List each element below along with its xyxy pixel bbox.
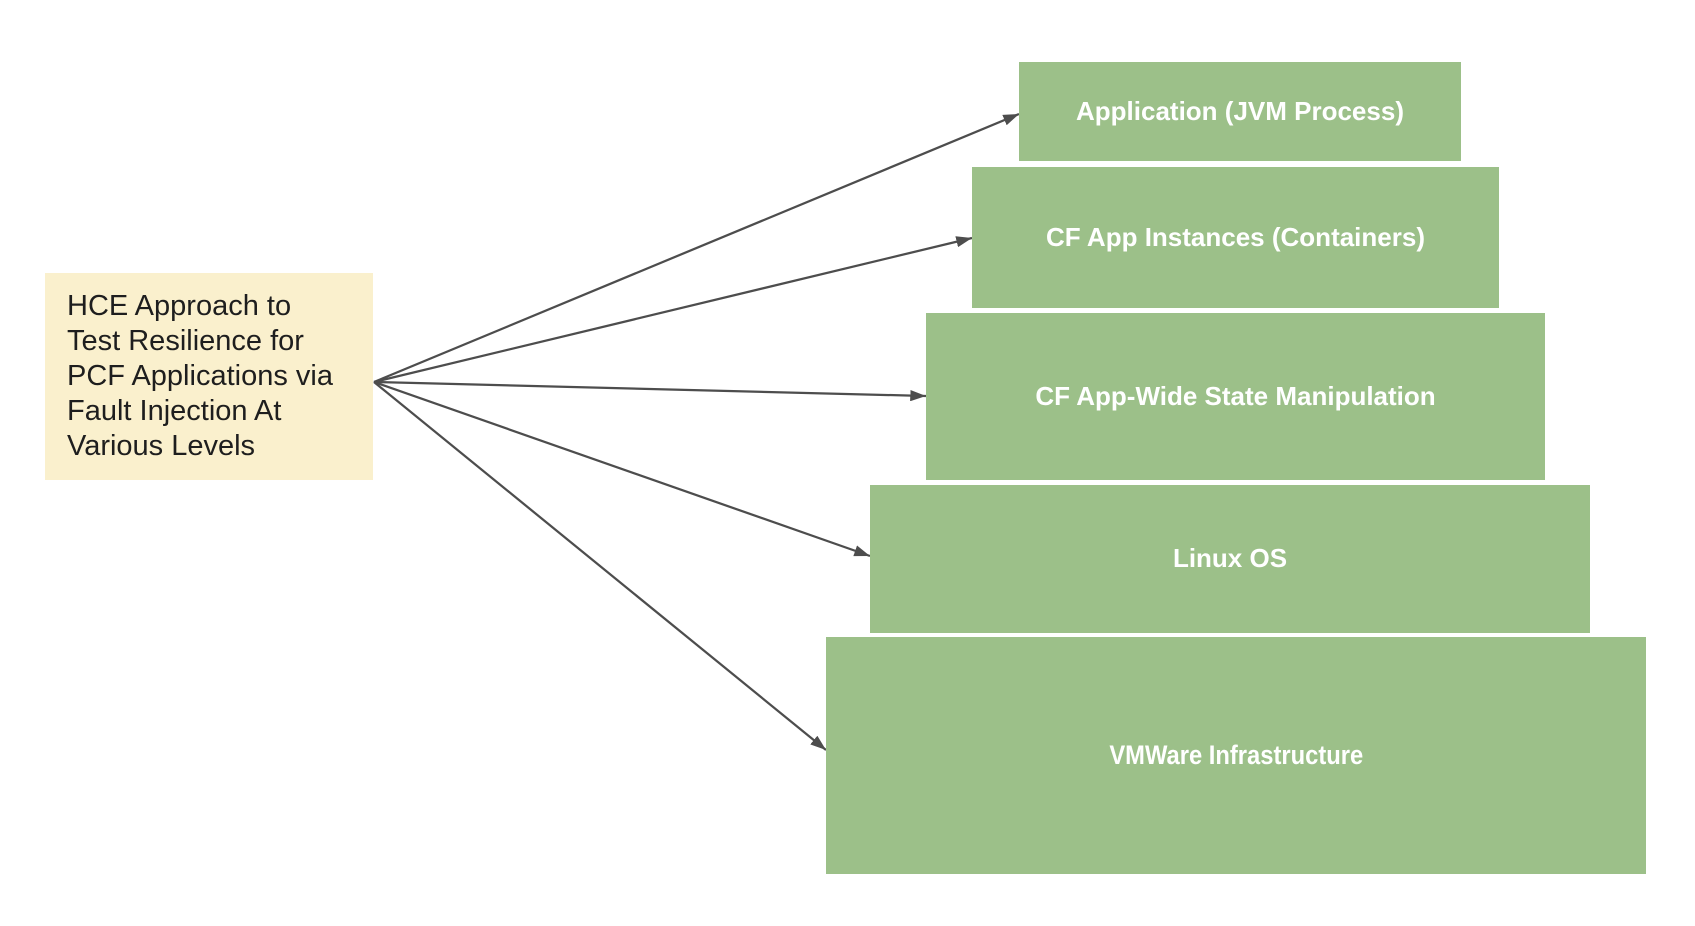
arrow-line <box>373 381 827 751</box>
source-note-line: Fault Injection At <box>67 395 282 427</box>
source-note-line: Various Levels <box>67 430 256 462</box>
level-box-vmware-infrastructure: VMWare Infrastructure <box>826 637 1646 874</box>
level-box-cf-app-instances: CF App Instances (Containers) <box>972 167 1499 308</box>
source-note-box: HCE Approach to Test Resilience for PCF … <box>45 273 373 480</box>
arrow-line <box>373 380 927 402</box>
arrow-line <box>373 380 871 558</box>
source-note-line: HCE Approach to <box>67 290 292 322</box>
arrow-line <box>373 236 973 384</box>
level-box-label: VMWare Infrastructure <box>1109 739 1363 770</box>
level-box-label: CF App-Wide State Manipulation <box>1035 380 1436 411</box>
level-box-label: CF App Instances (Containers) <box>1046 221 1425 252</box>
level-box-label: Application (JVM Process) <box>1076 95 1404 126</box>
level-box-cf-app-wide-state-manipulation: CF App-Wide State Manipulation <box>926 313 1545 480</box>
source-note-line: Test Resilience for <box>67 325 304 357</box>
source-note-line: PCF Applications via <box>67 360 333 392</box>
level-box-linux-os: Linux OS <box>870 485 1590 633</box>
arrow-line <box>373 112 1020 384</box>
level-box-label: Linux OS <box>1172 543 1288 574</box>
level-box-application-jvm-process: Application (JVM Process) <box>1019 62 1461 161</box>
